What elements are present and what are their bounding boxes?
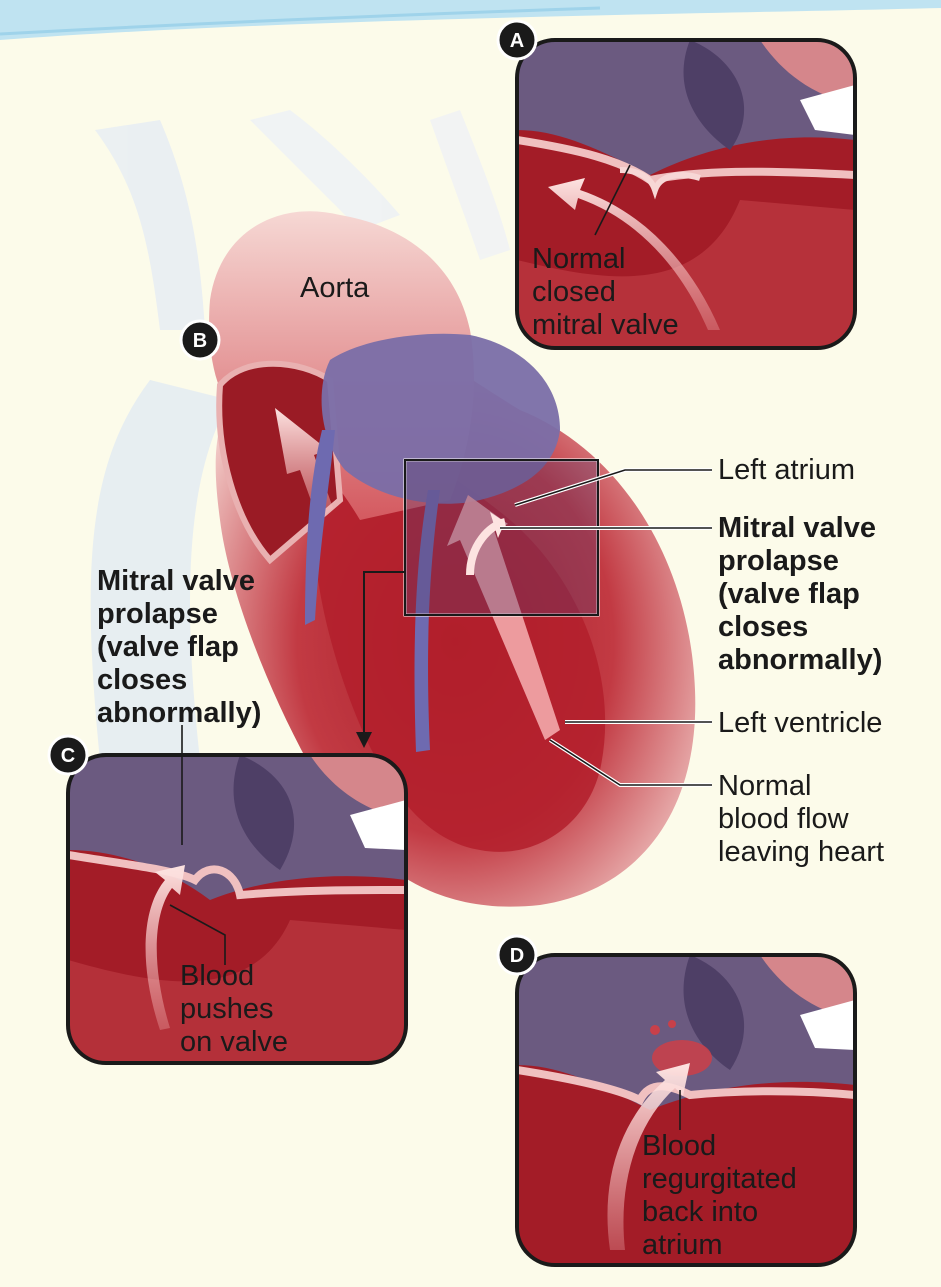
svg-text:Normal: Normal — [718, 770, 811, 802]
label-normal-flow: Normal blood flow leaving heart — [718, 770, 884, 868]
badge-d: D — [498, 936, 536, 974]
callout-box — [405, 460, 598, 615]
label-left-atrium: Left atrium — [718, 454, 855, 486]
label-mvp-right: Mitral valve prolapse (valve flap closes… — [718, 512, 882, 676]
svg-text:leaving heart: leaving heart — [718, 836, 884, 868]
svg-text:mitral valve: mitral valve — [532, 309, 679, 341]
svg-text:(valve flap: (valve flap — [718, 578, 860, 610]
svg-text:Mitral valve: Mitral valve — [718, 512, 876, 544]
svg-text:blood flow: blood flow — [718, 803, 850, 835]
svg-text:abnormally): abnormally) — [97, 697, 261, 729]
badge-c: C — [49, 736, 87, 774]
svg-text:C: C — [61, 745, 75, 767]
label-aorta: Aorta — [300, 272, 370, 304]
svg-text:A: A — [510, 30, 524, 52]
svg-text:Normal: Normal — [532, 243, 625, 275]
svg-text:closes: closes — [97, 664, 187, 696]
svg-text:pushes: pushes — [180, 993, 274, 1025]
svg-text:abnormally): abnormally) — [718, 644, 882, 676]
svg-text:D: D — [510, 945, 524, 967]
svg-text:closes: closes — [718, 611, 808, 643]
svg-text:B: B — [193, 330, 207, 352]
svg-text:prolapse: prolapse — [718, 545, 839, 577]
label-mvp-left: Mitral valve prolapse (valve flap closes… — [97, 565, 261, 729]
svg-text:regurgitated: regurgitated — [642, 1163, 797, 1195]
svg-text:Mitral valve: Mitral valve — [97, 565, 255, 597]
label-left-ventricle: Left ventricle — [718, 707, 882, 739]
top-decorative-band — [0, 0, 941, 40]
badge-b: B — [181, 321, 219, 359]
svg-text:prolapse: prolapse — [97, 598, 218, 630]
svg-text:atrium: atrium — [642, 1229, 723, 1261]
svg-text:(valve flap: (valve flap — [97, 631, 239, 663]
svg-text:back into: back into — [642, 1196, 758, 1228]
svg-text:closed: closed — [532, 276, 616, 308]
badge-a: A — [498, 21, 536, 59]
svg-text:on valve: on valve — [180, 1026, 288, 1058]
svg-text:Blood: Blood — [642, 1130, 716, 1162]
svg-text:Blood: Blood — [180, 960, 254, 992]
